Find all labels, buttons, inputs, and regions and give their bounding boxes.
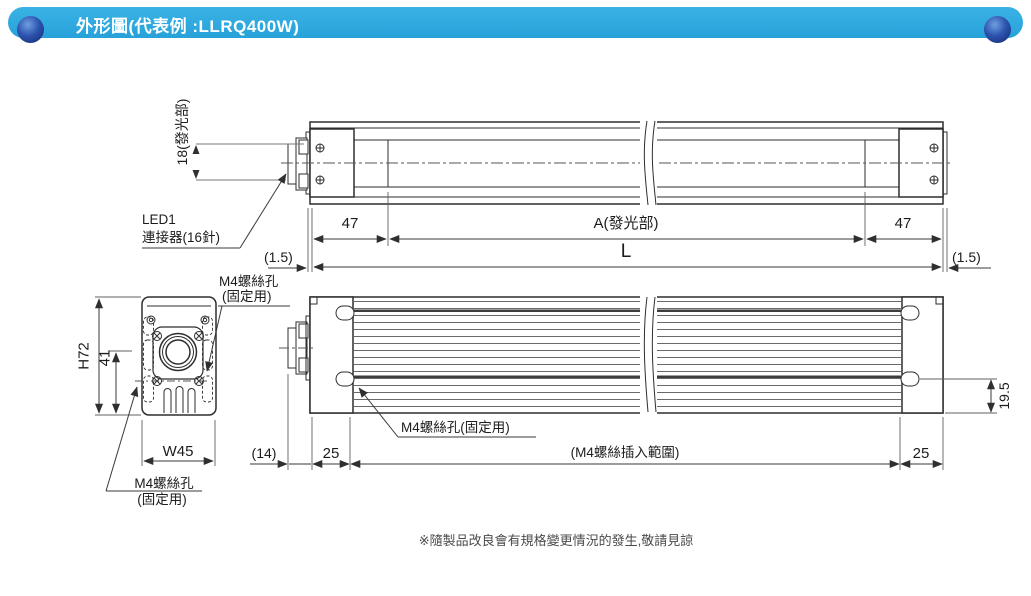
cap-screw-icon	[315, 175, 325, 185]
top-view-dimensions	[142, 143, 991, 272]
dim-m4-insert-range: (M4螺絲插入範圍)	[570, 445, 680, 460]
flange-screw-icon	[152, 331, 162, 341]
connector-callout-line2: 連接器(16針)	[142, 230, 221, 245]
cap-screw-icon	[315, 143, 325, 153]
cap-screw-icon	[929, 175, 939, 185]
m4-hole-callout-top-line2: (固定用)	[222, 289, 272, 304]
dim-47-left: 47	[341, 215, 359, 232]
dim-1-5-left: (1.5)	[264, 249, 293, 265]
dim-h72: H72	[75, 342, 93, 370]
small-screw-icon	[200, 315, 210, 325]
dim-19-5: 19.5	[995, 382, 1012, 410]
end-view-dimensions	[95, 296, 290, 492]
dim-47-right: 47	[894, 215, 912, 232]
disclaimer-footnote: ※隨製品改良會有規格變更情況的發生,敬請見諒	[418, 533, 694, 548]
m4-hole-callout-top-line1: M4螺絲孔	[219, 274, 279, 289]
side-view-dimensions	[250, 374, 997, 470]
dim-w45: W45	[162, 443, 194, 460]
m4-hole-callout-bottom-line1: M4螺絲孔	[134, 476, 194, 491]
side-view-drawing	[279, 296, 944, 414]
top-view-drawing	[281, 120, 953, 206]
dim-14: (14)	[251, 445, 277, 461]
dim-41: 41	[96, 349, 114, 367]
dim-emit-height-label: 18(發光部)	[173, 98, 190, 166]
flange-screw-icon	[194, 331, 204, 341]
small-screw-icon	[146, 315, 156, 325]
dim-total-length: L	[620, 241, 632, 262]
section-header-bar	[8, 7, 1023, 43]
m4-hole-callout-side: M4螺絲孔(固定用)	[401, 420, 510, 435]
cap-screw-icon	[929, 143, 939, 153]
header-sphere-right-icon	[984, 16, 1011, 43]
page-title: 外形圖(代表例 :LLRQ400W)	[76, 17, 300, 36]
end-view-drawing	[135, 296, 217, 416]
m4-hole-callout-bottom-line2: (固定用)	[137, 492, 187, 507]
header-sphere-left-icon	[17, 16, 44, 43]
dim-a-emitting: A(發光部)	[593, 215, 659, 232]
dim-25-left: 25	[322, 445, 340, 462]
dim-25-right: 25	[912, 445, 930, 462]
connector-callout-line1: LED1	[142, 212, 176, 227]
dim-1-5-right: (1.5)	[952, 249, 981, 265]
